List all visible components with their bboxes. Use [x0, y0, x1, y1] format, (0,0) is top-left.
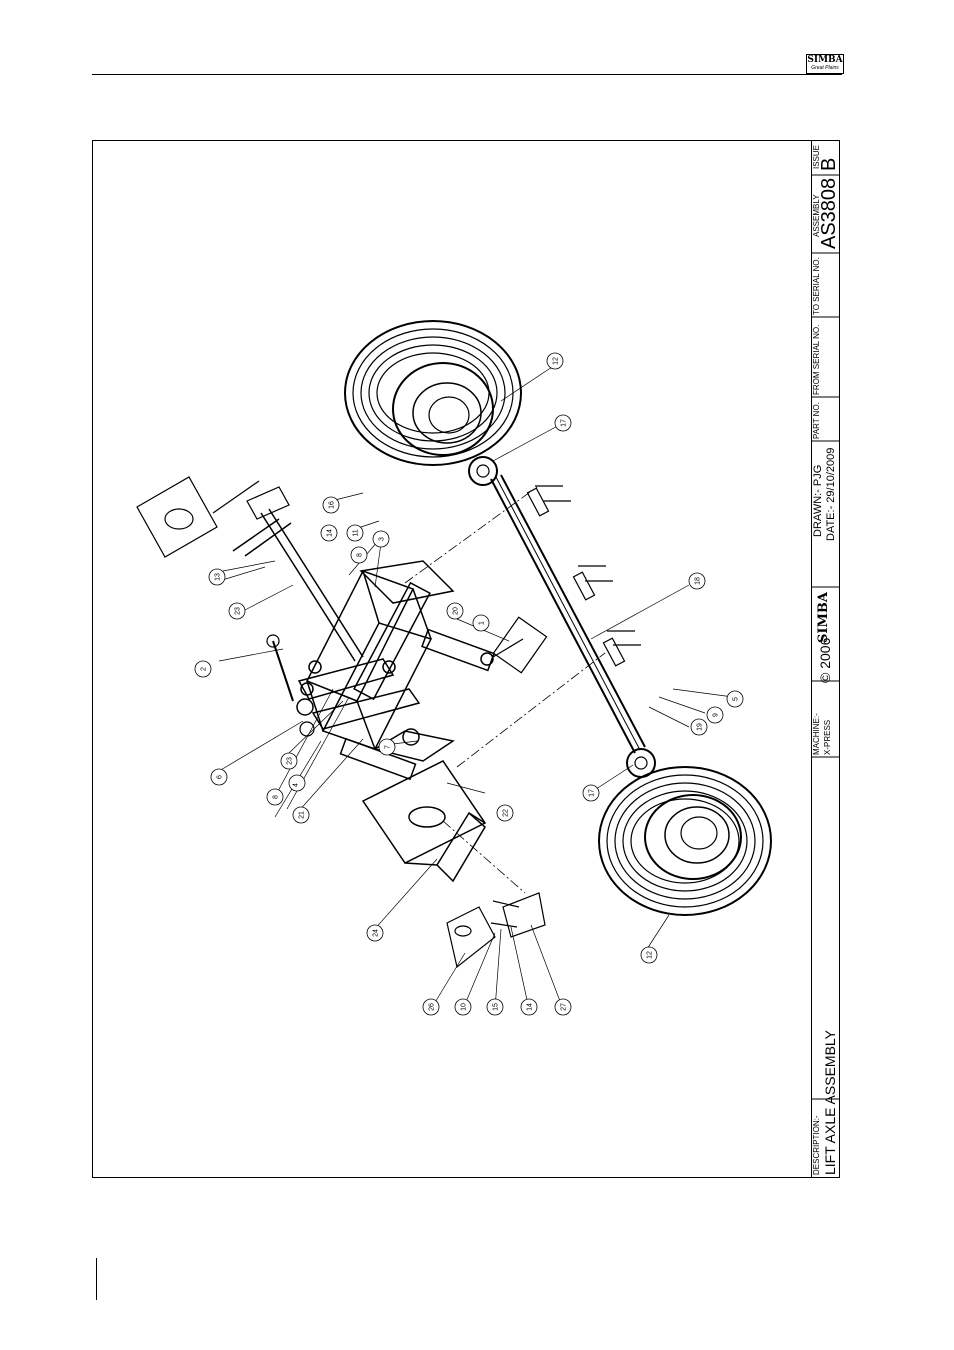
callout-13: 13 [209, 569, 225, 585]
exploded-assembly-drawing: 12 17 16 14 13 23 11 8 3 20 1 18 2 5 9 1… [93, 141, 811, 1177]
callout-2: 2 [195, 661, 211, 677]
callout-26: 26 [423, 999, 439, 1015]
part-no-label: PART NO. [813, 402, 821, 439]
svg-text:3: 3 [379, 537, 386, 541]
svg-text:16: 16 [329, 501, 336, 509]
main-frame [297, 561, 494, 779]
svg-text:14: 14 [527, 1003, 534, 1011]
svg-text:8: 8 [357, 553, 364, 557]
svg-text:7: 7 [385, 745, 392, 749]
callout-1: 1 [473, 615, 489, 631]
svg-text:5: 5 [733, 697, 740, 701]
svg-text:15: 15 [493, 1003, 500, 1011]
upper-bracket [213, 481, 363, 661]
svg-text:9: 9 [713, 713, 720, 717]
lower-tyre [599, 767, 771, 915]
svg-text:2: 2 [201, 667, 208, 671]
callout-15: 15 [487, 999, 503, 1015]
description-label: DESCRIPTION:- [813, 1115, 821, 1175]
svg-text:22: 22 [503, 809, 510, 817]
svg-text:18: 18 [695, 577, 702, 585]
header-rule [92, 74, 842, 75]
from-serial-label: FROM SERIAL NO. [813, 325, 821, 395]
callout-12a: 12 [547, 353, 563, 369]
svg-text:11: 11 [353, 529, 360, 536]
svg-text:20: 20 [453, 607, 460, 615]
callout-14a: 14 [321, 525, 337, 541]
callout-5: 5 [727, 691, 743, 707]
callout-21: 21 [293, 807, 309, 823]
simba-brand: SIMBA [817, 592, 830, 643]
svg-text:24: 24 [373, 929, 380, 937]
drawn-by: DRAWN:- PJG [813, 465, 824, 537]
callout-8a: 8 [351, 547, 367, 563]
svg-text:4: 4 [293, 783, 300, 787]
callout-11: 11 [347, 525, 363, 541]
svg-text:19: 19 [697, 723, 704, 731]
callout-16: 16 [323, 497, 339, 513]
upper-tyre [345, 321, 521, 465]
callout-18: 18 [689, 573, 705, 589]
to-serial-label: TO SERIAL NO. [813, 257, 821, 315]
svg-text:27: 27 [561, 1003, 568, 1011]
lower-platform [363, 761, 485, 881]
copyright: © 2006 [818, 638, 832, 683]
svg-text:12: 12 [553, 357, 560, 365]
machine-name: X-PRESS [824, 720, 832, 755]
drawing-date: DATE:- 29/10/2009 [826, 448, 837, 541]
callout-22: 22 [497, 805, 513, 821]
callout-20: 20 [447, 603, 463, 619]
callout-8b: 8 [267, 789, 283, 805]
svg-text:1: 1 [479, 621, 486, 625]
svg-text:23: 23 [287, 757, 294, 765]
callout-24: 24 [367, 925, 383, 941]
machine-label: MACHINE:- [813, 713, 821, 755]
description-text: LIFT AXLE ASSEMBLY [823, 1030, 837, 1175]
callout-19: 19 [691, 719, 707, 735]
callout-23b: 23 [281, 753, 297, 769]
svg-text:14: 14 [327, 529, 334, 537]
callout-14b: 14 [521, 999, 537, 1015]
svg-text:10: 10 [461, 1003, 468, 1011]
svg-text:17: 17 [589, 789, 596, 797]
callout-balloons: 12 17 16 14 13 23 11 8 3 20 1 18 2 5 9 1… [195, 353, 743, 1015]
simba-logo: SIMBA Great Plains [806, 54, 844, 74]
svg-text:26: 26 [429, 1003, 436, 1011]
svg-text:17: 17 [561, 419, 568, 427]
callout-6: 6 [211, 769, 227, 785]
svg-text:13: 13 [215, 573, 222, 581]
callout-9: 9 [707, 707, 723, 723]
assembly-number: AS3808 [819, 178, 839, 249]
svg-text:21: 21 [299, 811, 306, 819]
callout-12b: 12 [641, 947, 657, 963]
title-block: ISSUE B ASSEMBLY AS3808 TO SERIAL NO. FR… [811, 141, 839, 1177]
svg-text:23: 23 [235, 607, 242, 615]
callout-27: 27 [555, 999, 571, 1015]
callout-17a: 17 [555, 415, 571, 431]
callout-10: 10 [455, 999, 471, 1015]
callout-17b: 17 [583, 785, 599, 801]
svg-text:6: 6 [217, 775, 224, 779]
page-margin-rule [96, 1258, 97, 1300]
callout-3: 3 [373, 531, 389, 547]
issue-value: B [819, 158, 839, 171]
svg-text:12: 12 [647, 951, 654, 959]
callout-7: 7 [379, 739, 395, 755]
svg-text:8: 8 [273, 795, 280, 799]
callout-4: 4 [289, 775, 305, 791]
callout-23a: 23 [229, 603, 245, 619]
